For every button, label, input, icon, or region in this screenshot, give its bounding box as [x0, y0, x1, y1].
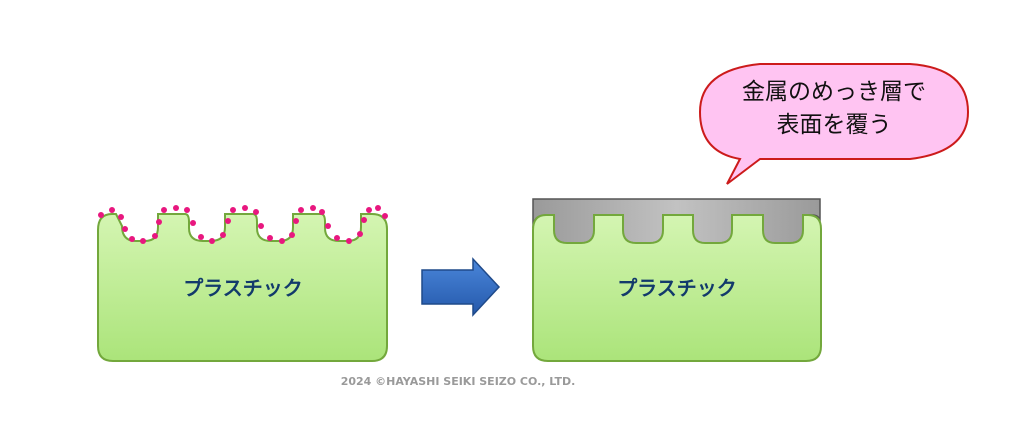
catalyst-dot — [230, 207, 236, 213]
catalyst-dot — [382, 213, 388, 219]
catalyst-dot — [220, 232, 226, 238]
catalyst-dot — [253, 209, 259, 215]
catalyst-dots — [98, 205, 388, 244]
catalyst-dot — [346, 238, 352, 244]
catalyst-dot — [156, 219, 162, 225]
callout-line-2: 表面を覆う — [777, 112, 892, 138]
catalyst-dot — [98, 212, 104, 218]
catalyst-dot — [267, 235, 273, 241]
catalyst-dot — [198, 234, 204, 240]
catalyst-dot — [152, 233, 158, 239]
catalyst-dot — [109, 207, 115, 213]
catalyst-dot — [173, 205, 179, 211]
callout-shape — [698, 63, 970, 185]
catalyst-dot — [366, 207, 372, 213]
catalyst-dot — [129, 236, 135, 242]
catalyst-dot — [310, 205, 316, 211]
copyright-notice: 2024 ©HAYASHI SEIKI SEIZO CO., LTD. — [341, 375, 576, 388]
catalyst-dot — [122, 226, 128, 232]
catalyst-dot — [225, 218, 231, 224]
right-block-label: プラスチック — [617, 276, 737, 300]
left-plastic-block: プラスチック — [97, 205, 388, 362]
catalyst-dot — [258, 223, 264, 229]
callout-line-1: 金属のめっき層で — [742, 79, 926, 105]
process-arrow — [421, 257, 501, 317]
catalyst-dot — [357, 231, 363, 237]
catalyst-dot — [209, 238, 215, 244]
left-block-label: プラスチック — [183, 276, 303, 300]
catalyst-dot — [375, 205, 381, 211]
catalyst-dot — [118, 214, 124, 220]
catalyst-dot — [361, 217, 367, 223]
catalyst-dot — [319, 209, 325, 215]
catalyst-dot — [334, 235, 340, 241]
catalyst-dot — [242, 205, 248, 211]
catalyst-dot — [298, 207, 304, 213]
catalyst-dot — [161, 207, 167, 213]
right-plated-block: プラスチック — [532, 198, 822, 362]
catalyst-dot — [279, 238, 285, 244]
catalyst-dot — [293, 218, 299, 224]
right-plastic-shape — [532, 214, 822, 362]
catalyst-dot — [289, 232, 295, 238]
catalyst-dot — [190, 220, 196, 226]
catalyst-dot — [184, 207, 190, 213]
catalyst-dot — [140, 238, 146, 244]
catalyst-dot — [325, 223, 331, 229]
callout-bubble: 金属のめっき層で 表面を覆う — [698, 63, 970, 185]
